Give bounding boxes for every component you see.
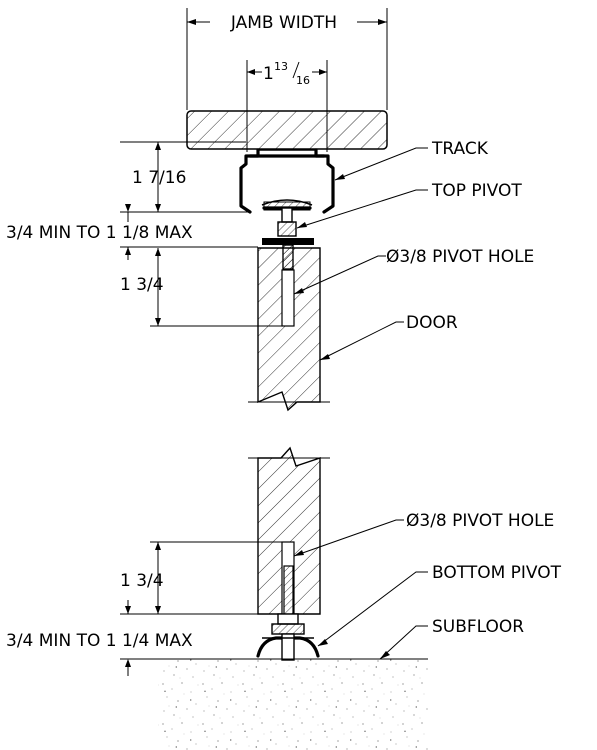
track-width-whole: 1 [263,64,274,84]
callout-door: DOOR [319,313,458,361]
track-width-numerator: 13 [274,60,288,73]
door-upper [248,244,330,412]
top-pivot-label: TOP PIVOT [431,181,522,201]
dim-bottom-hole-depth: 1 3/4 [120,541,282,614]
dim-bottom-gap: 3/4 MIN TO 1 1/4 MAX [6,600,258,676]
bottom-pivot [256,565,320,661]
jamb-width-label: JAMB WIDTH [230,13,337,33]
pivot-hole-bottom-label: Ø3/8 PIVOT HOLE [406,511,554,531]
bottom-pivot-label: BOTTOM PIVOT [432,563,562,583]
bottom-gap-label: 3/4 MIN TO 1 1/4 MAX [6,631,193,651]
jamb-width-dimension: JAMB WIDTH [186,8,388,110]
top-gap-label: 3/4 MIN TO 1 1/8 MAX [6,223,193,243]
track-profile [239,148,335,214]
callout-pivot-hole-bottom: Ø3/8 PIVOT HOLE [293,511,554,557]
subfloor-label: SUBFLOOR [432,617,524,637]
door-label: DOOR [406,313,458,333]
callout-top-pivot: TOP PIVOT [296,181,522,229]
track-label: TRACK [431,139,489,159]
callout-pivot-hole-top: Ø3/8 PIVOT HOLE [293,247,534,295]
header-jamb [186,110,388,150]
bottom-hole-depth-label: 1 3/4 [120,571,164,591]
dim-top-gap: 3/4 MIN TO 1 1/8 MAX [6,204,258,260]
track-height-label: 1 7/16 [132,168,186,188]
pivot-hole-top-label: Ø3/8 PIVOT HOLE [386,247,534,267]
callout-bottom-pivot: BOTTOM PIVOT [317,563,562,647]
dim-top-hole-depth: 1 3/4 [120,248,294,327]
track-width-dimension: 1 13 16 [246,60,328,152]
track-width-denominator: 16 [296,74,310,87]
top-hole-depth-label: 1 3/4 [120,275,164,295]
subfloor [158,658,428,750]
callout-subfloor: SUBFLOOR [379,617,524,660]
callout-track: TRACK [334,139,489,181]
dim-track-height: 1 7/16 [120,141,250,213]
